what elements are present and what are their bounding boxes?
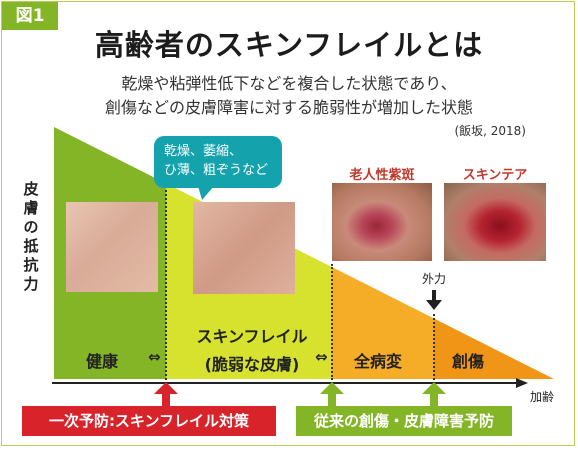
external-force-label: 外力 bbox=[422, 272, 447, 286]
conventional-prevention-box: 従来の創傷・皮膚障害予防 bbox=[296, 406, 512, 436]
boundary-prelesion-wound bbox=[433, 314, 435, 380]
primary-prevention-box: 一次予防:スキンフレイル対策 bbox=[22, 406, 276, 436]
figure-title: 高齢者のスキンフレイルとは bbox=[94, 28, 484, 62]
boundary-healthy-frail bbox=[165, 190, 167, 380]
frailty-characteristics-bubble: 乾燥、萎縮、 ひ薄、粗ぞうなど bbox=[154, 136, 282, 188]
x-axis-arrowhead bbox=[516, 378, 528, 388]
bubble-line-2: ひ薄、粗ぞうなど bbox=[164, 163, 269, 178]
frail-skin-photo bbox=[193, 202, 295, 294]
healthy-skin-photo bbox=[66, 202, 158, 292]
bubble-tail bbox=[198, 186, 214, 200]
stage-skin-frail-line-1: スキンフレイル bbox=[196, 327, 308, 346]
subtitle-line-1: 乾燥や粘弾性低下などを複合した状態であり、 bbox=[121, 74, 457, 93]
subtitle-line-2: 創傷などの皮膚障害に対する脆弱性が増加した状態 bbox=[104, 98, 473, 117]
stage-healthy: 健康 bbox=[86, 352, 119, 371]
transition-arrow-healthy-frail: ⇔ bbox=[148, 348, 161, 366]
boundary-frail-prelesion bbox=[331, 264, 333, 380]
skin-tear-label: スキンテア bbox=[462, 168, 528, 183]
senile-purpura-label: 老人性紫斑 bbox=[349, 168, 415, 183]
stage-prelesion: 全病変 bbox=[354, 352, 403, 371]
stage-skin-frail-line-2: (脆弱な皮膚) bbox=[204, 355, 300, 374]
skin-tear-photo bbox=[444, 183, 546, 261]
bubble-line-1: 乾燥、萎縮、 bbox=[164, 144, 243, 159]
transition-arrow-frail-prelesion: ⇔ bbox=[315, 348, 328, 366]
primary-prevention-arrow bbox=[154, 382, 178, 406]
senile-purpura-photo bbox=[332, 183, 432, 261]
y-axis-label: 皮膚の抵抗力 bbox=[23, 180, 39, 293]
conventional-prevention-arrow-right bbox=[422, 382, 446, 406]
external-force-arrowhead bbox=[426, 300, 442, 310]
stage-wound: 創傷 bbox=[452, 352, 485, 371]
x-axis-label: 加齢 bbox=[530, 390, 555, 404]
conventional-prevention-arrow-left bbox=[320, 382, 344, 406]
figure-tag: 図1 bbox=[2, 2, 58, 30]
citation: (飯坂, 2018) bbox=[454, 124, 526, 138]
stage-skin-frail: スキンフレイル (脆弱な皮膚) bbox=[184, 323, 320, 375]
